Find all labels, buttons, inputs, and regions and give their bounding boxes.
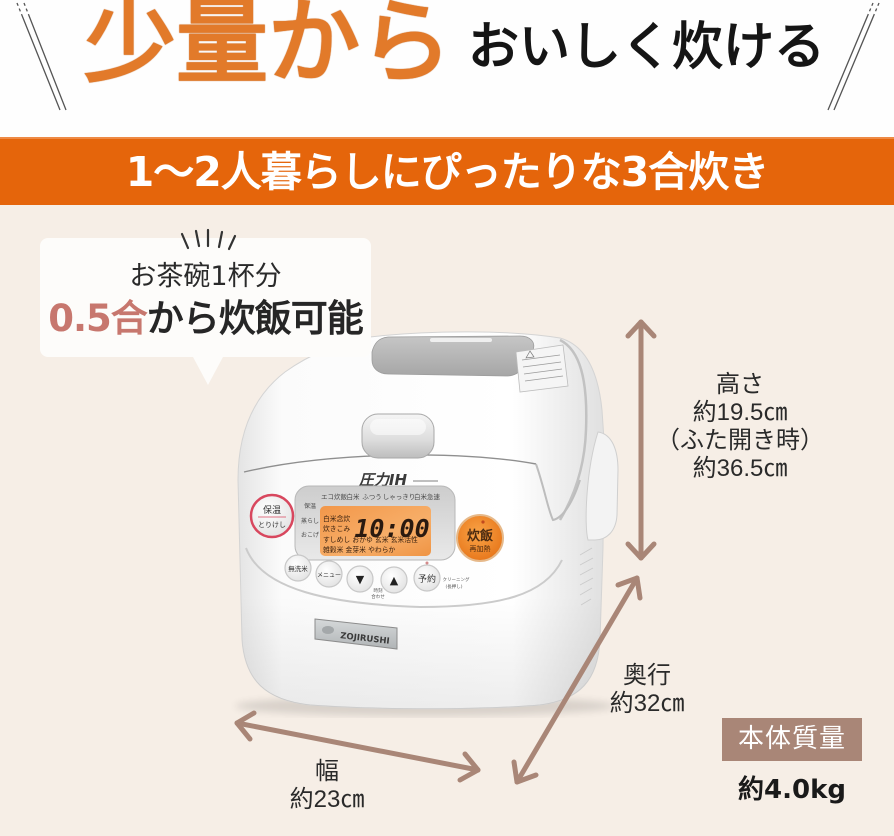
menu-label: ふつう bbox=[362, 493, 382, 501]
weight-label-badge: 本体質量 bbox=[722, 718, 862, 761]
lid-release-highlight bbox=[370, 419, 426, 435]
up-button: ▲ bbox=[380, 566, 408, 594]
callout-pointer bbox=[193, 357, 223, 385]
cleaning-label: クリーニング (長押し) bbox=[443, 576, 470, 590]
series-label: 圧力IH bbox=[358, 471, 408, 489]
callout-highlight: 0.5合 bbox=[48, 297, 148, 340]
menu-label: 蒸らし bbox=[301, 517, 319, 525]
depth-value: 約32㎝ bbox=[609, 690, 685, 717]
cook-label: 炊飯 bbox=[467, 528, 493, 544]
headline-black: おいしく炊ける bbox=[468, 17, 826, 77]
width-dimension: 幅 約23㎝ bbox=[247, 758, 407, 814]
cook-button: 炊飯 再加熱 bbox=[456, 514, 504, 562]
menu-label: おこげ bbox=[301, 531, 319, 539]
rinse-free-button: 無洗米 bbox=[284, 554, 312, 582]
dimension-arrows bbox=[234, 319, 657, 785]
display-time: 10:00 bbox=[354, 514, 429, 543]
brand-plate: ZOJIRUSHI bbox=[314, 618, 398, 650]
height-arrow bbox=[625, 319, 657, 561]
side-vents bbox=[579, 547, 594, 606]
lid-right-trim bbox=[558, 338, 588, 521]
callout-line1: お茶碗1杯分 bbox=[129, 261, 282, 292]
width-arrow bbox=[234, 710, 481, 783]
title-slashes-left bbox=[16, 2, 67, 111]
time-set-line: 時刻 bbox=[374, 587, 383, 594]
depth-dimension: 奥行 約32㎝ bbox=[567, 662, 727, 718]
menu-label: 白米急速 bbox=[414, 492, 441, 501]
time-set-line: 合わせ bbox=[371, 593, 385, 600]
carry-handle bbox=[585, 431, 619, 541]
display-menu-rows: 白米念炊 炊きこみ すしめし おかゆ 玄米 玄米活性 雑穀米 金芽米 やわらか bbox=[323, 514, 418, 554]
timer-button: 予約 bbox=[413, 561, 441, 592]
height-dimension: 高さ 約19.5㎝ （ふた開き時） 約36.5㎝ bbox=[640, 371, 840, 483]
cook-sub-label: 再加熱 bbox=[470, 544, 491, 553]
height-label: 高さ bbox=[716, 371, 764, 398]
button-label: メニュー bbox=[317, 572, 341, 579]
time-set-label: 時刻 合わせ bbox=[371, 587, 385, 600]
menu-row: 雑穀米 金芽米 やわらか bbox=[323, 545, 395, 554]
title-slashes-right bbox=[827, 2, 880, 111]
menu-label: 保温 bbox=[304, 502, 316, 510]
rice-cooker: 圧力IH エコ炊飯 白米 ふつう しゃっきり 白米急速 保温 蒸らし おこげ 白… bbox=[235, 331, 619, 716]
keep-warm-button: 保温 とりけし bbox=[249, 493, 295, 539]
callout-line2: 0.5合から炊飯可能 bbox=[40, 298, 371, 340]
up-arrow-icon: ▲ bbox=[390, 574, 399, 587]
down-arrow-icon: ▼ bbox=[356, 573, 365, 586]
cleaning-line: (長押し) bbox=[445, 583, 462, 590]
depth-label: 奥行 bbox=[623, 662, 671, 689]
width-value: 約23㎝ bbox=[289, 786, 365, 813]
button-label: 予約 bbox=[418, 573, 436, 585]
header-background bbox=[0, 0, 894, 137]
control-button-row: 無洗米 メニュー ▼ ▲ 予約 時刻 合わせ bbox=[284, 554, 470, 600]
depth-arrow bbox=[511, 575, 643, 785]
warning-triangle-icon bbox=[525, 350, 535, 359]
headline-orange: 少量から bbox=[84, 0, 453, 96]
menu-row: すしめし おかゆ 玄米 玄米活性 bbox=[323, 535, 418, 544]
button-label: 無洗米 bbox=[288, 564, 308, 573]
width-label: 幅 bbox=[315, 758, 339, 785]
callout-rest: から炊飯可能 bbox=[146, 297, 364, 340]
display-side-menu: 保温 蒸らし おこげ bbox=[301, 502, 319, 539]
menu-button: メニュー bbox=[315, 560, 343, 588]
menu-label: エコ炊飯 bbox=[321, 492, 348, 501]
caution-sticker bbox=[515, 344, 569, 393]
height-note: （ふた開き時） bbox=[656, 427, 824, 454]
height-value: 約19.5㎝ bbox=[692, 399, 788, 426]
display-top-menu: エコ炊飯 白米 ふつう しゃっきり 白米急速 bbox=[321, 492, 441, 501]
elephant-logo-icon bbox=[322, 626, 334, 634]
cook-indicator-icon bbox=[481, 520, 485, 524]
menu-row: 白米念炊 bbox=[323, 514, 350, 523]
feature-banner: 1〜2人暮らしにぴったりな3合炊き bbox=[0, 137, 894, 205]
menu-label: しゃっきり bbox=[383, 493, 416, 501]
timer-indicator-icon bbox=[425, 561, 429, 565]
menu-label: 白米 bbox=[347, 492, 361, 501]
weight-value: 約4.0kg bbox=[738, 775, 846, 805]
steam-vent-highlight bbox=[430, 338, 492, 342]
keep-warm-sub-label: とりけし bbox=[258, 521, 286, 529]
keep-warm-label: 保温 bbox=[263, 504, 281, 516]
menu-row: 炊きこみ bbox=[323, 524, 350, 533]
panel-bottom-trim bbox=[245, 547, 563, 609]
panel-right-trim bbox=[535, 463, 581, 522]
cleaning-line: クリーニング bbox=[443, 576, 470, 583]
display-screen bbox=[320, 506, 431, 556]
down-button: ▼ bbox=[346, 565, 374, 593]
banner-text: 1〜2人暮らしにぴったりな3合炊き bbox=[125, 148, 770, 196]
height-open-value: 約36.5㎝ bbox=[692, 455, 788, 482]
callout-bubble: お茶碗1杯分 0.5合から炊飯可能 bbox=[40, 238, 371, 357]
